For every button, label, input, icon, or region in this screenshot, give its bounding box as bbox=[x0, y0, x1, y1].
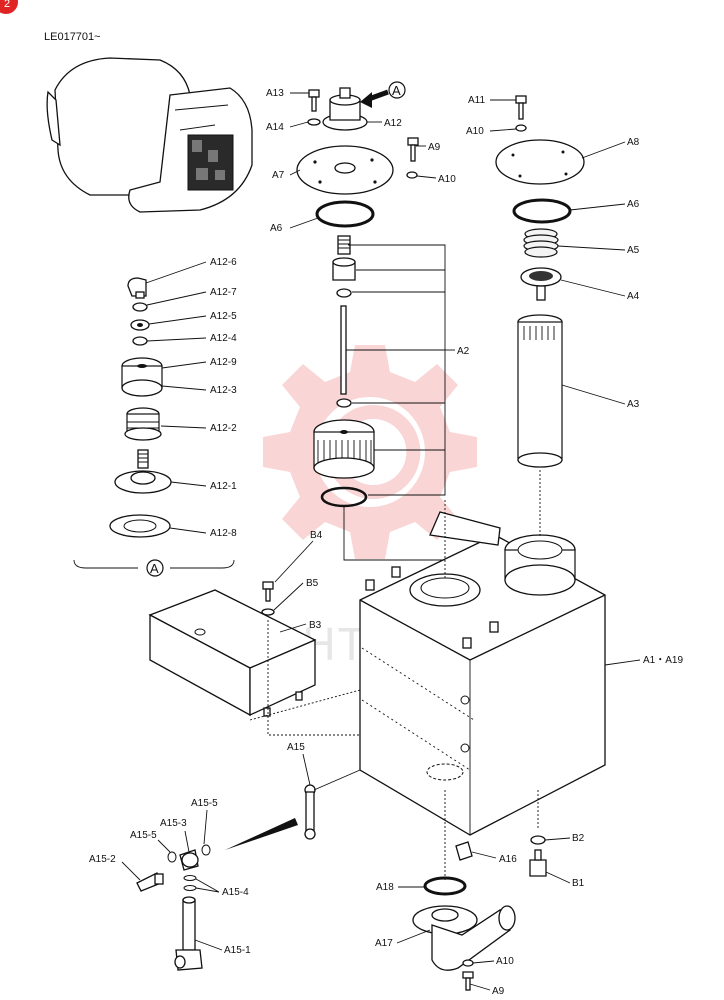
washer-B2 bbox=[530, 835, 546, 845]
pointer-wedge bbox=[225, 818, 298, 850]
valve-A4 bbox=[520, 267, 562, 301]
label-A16: A16 bbox=[499, 854, 517, 865]
label-A5: A5 bbox=[627, 245, 640, 256]
washer-A10-top bbox=[406, 171, 418, 179]
label-A12-6: A12-6 bbox=[210, 257, 237, 268]
cover-plate-A7 bbox=[296, 145, 394, 195]
detail-marker-text: A bbox=[392, 83, 401, 98]
label-A15-4: A15-4 bbox=[222, 887, 249, 898]
label-A1-A19: A1・A19 bbox=[643, 655, 683, 666]
label-A15: A15 bbox=[287, 742, 305, 753]
label-B4: B4 bbox=[310, 530, 323, 541]
page-marker-badge: 2 bbox=[0, 0, 18, 14]
filter-assembly-A2 bbox=[313, 235, 375, 508]
label-A15-2: A15-2 bbox=[89, 854, 116, 865]
label-A8: A8 bbox=[627, 137, 640, 148]
washer-B5 bbox=[261, 608, 275, 616]
bolt-B1 bbox=[529, 849, 547, 877]
label-B1: B1 bbox=[572, 878, 585, 889]
detail-A-label-text: A bbox=[150, 561, 159, 576]
callout-bracket-A2 bbox=[346, 244, 446, 496]
detail-marker-circle bbox=[388, 81, 406, 99]
label-A6-left: A6 bbox=[270, 223, 283, 234]
label-B3: B3 bbox=[309, 620, 322, 631]
label-A9-top: A9 bbox=[428, 142, 441, 153]
label-A12-7: A12-7 bbox=[210, 287, 237, 298]
suction-pipe-A17 bbox=[412, 905, 516, 971]
cover-plate-A8 bbox=[495, 139, 585, 185]
label-B2: B2 bbox=[572, 833, 585, 844]
label-A15-5-lower: A15-5 bbox=[130, 830, 157, 841]
assembly-centerlines bbox=[444, 470, 541, 880]
label-A10-bottom: A10 bbox=[496, 956, 514, 967]
label-A15-1: A15-1 bbox=[224, 945, 251, 956]
washer-A14 bbox=[307, 118, 321, 126]
label-A6-right: A6 bbox=[627, 199, 640, 210]
label-A12-2: A12-2 bbox=[210, 423, 237, 434]
o-ring-A6-right bbox=[512, 198, 572, 224]
label-A12-3: A12-3 bbox=[210, 385, 237, 396]
label-A12-8: A12-8 bbox=[210, 528, 237, 539]
label-A17: A17 bbox=[375, 938, 393, 949]
label-A15-5-upper: A15-5 bbox=[191, 798, 218, 809]
label-A14: A14 bbox=[266, 122, 284, 133]
label-A12-1: A12-1 bbox=[210, 481, 237, 492]
bolt-A11 bbox=[515, 95, 527, 120]
bolt-A9-top bbox=[407, 137, 419, 162]
label-A3: A3 bbox=[627, 399, 640, 410]
leader-lines bbox=[121, 92, 641, 991]
o-ring-A18 bbox=[423, 876, 467, 896]
gauge-parts-A15-detail bbox=[136, 844, 211, 971]
label-A9-bottom: A9 bbox=[492, 986, 505, 997]
label-A11: A11 bbox=[468, 95, 485, 106]
header-code: LE017701~ bbox=[44, 31, 101, 43]
label-A7: A7 bbox=[272, 170, 285, 181]
washer-A10-bottom bbox=[462, 959, 474, 967]
machine-illustration bbox=[46, 57, 253, 213]
bolt-A9-bottom bbox=[462, 971, 474, 991]
label-A2: A2 bbox=[457, 346, 470, 357]
label-A13: A13 bbox=[266, 88, 284, 99]
label-A12-5: A12-5 bbox=[210, 311, 237, 322]
bolt-B4 bbox=[262, 581, 274, 602]
detail-A-exploded-view bbox=[73, 277, 235, 569]
o-ring-A6-left bbox=[315, 200, 375, 228]
label-A12: A12 bbox=[384, 118, 402, 129]
bolt-A13 bbox=[308, 89, 320, 112]
label-A10-right: A10 bbox=[466, 126, 484, 137]
label-B5: B5 bbox=[306, 578, 319, 589]
filter-element-A3 bbox=[517, 314, 563, 468]
part-labels: A13 A14 A12 A9 A7 A10 A6 A11 A10 A8 A6 A… bbox=[89, 88, 683, 997]
label-A10-top: A10 bbox=[438, 174, 456, 185]
washer-A10-right bbox=[515, 124, 527, 132]
tray-mount-lines bbox=[249, 620, 361, 736]
oring-guide-line bbox=[343, 505, 445, 561]
svg-text:2: 2 bbox=[4, 0, 10, 10]
breather-cap-A12 bbox=[322, 87, 368, 131]
label-A18: A18 bbox=[376, 882, 394, 893]
detail-A-label-circle bbox=[146, 559, 164, 577]
spring-A5 bbox=[523, 228, 559, 258]
label-A15-3: A15-3 bbox=[160, 818, 187, 829]
label-A12-9: A12-9 bbox=[210, 357, 237, 368]
label-A12-4: A12-4 bbox=[210, 333, 237, 344]
tray-B3 bbox=[148, 589, 317, 717]
hydraulic-tank-A1 bbox=[359, 511, 606, 836]
level-gauge-A15 bbox=[304, 769, 361, 840]
label-A4: A4 bbox=[627, 291, 640, 302]
drain-plug-A16 bbox=[455, 841, 473, 861]
